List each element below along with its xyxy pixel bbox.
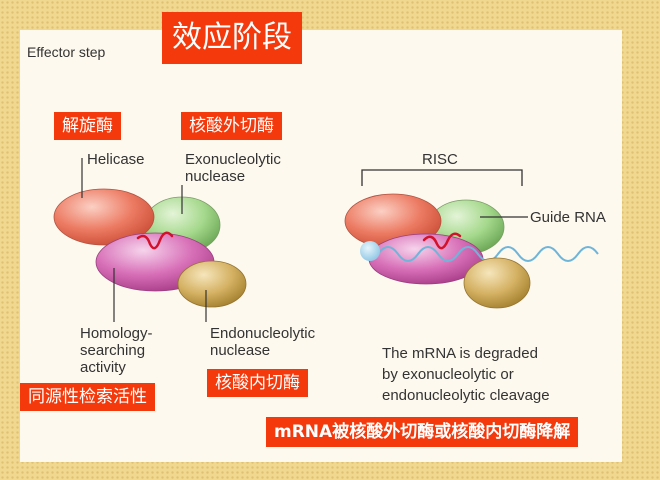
- exonuclease-cn-tag: 核酸外切酶: [181, 112, 282, 140]
- effector-step-label: Effector step: [27, 44, 106, 60]
- exonuclease-label: Exonucleolytic nuclease: [185, 151, 281, 185]
- title-tag: 效应阶段: [162, 12, 302, 64]
- right-complex: [344, 169, 599, 309]
- risc-label: RISC: [422, 151, 458, 168]
- degradation-cn-tag: mRNA被核酸外切酶或核酸内切酶降解: [266, 417, 579, 447]
- left-complex: [53, 158, 247, 322]
- guide-rna-strand: [136, 231, 174, 250]
- endonuclease-shape: [177, 260, 247, 308]
- risc-guide-rna-strand: [422, 232, 462, 250]
- guide-rna-label: Guide RNA: [530, 209, 606, 226]
- endonuclease-label: Endonucleolytic nuclease: [210, 325, 316, 359]
- homology-cn-tag: 同源性检索活性: [20, 383, 155, 411]
- mrna-cap: [360, 241, 380, 261]
- risc-bracket: [361, 169, 523, 186]
- homology-label: Homology- searching activity: [80, 325, 153, 376]
- endonuclease-cn-tag: 核酸内切酶: [207, 369, 308, 397]
- helicase-cn-tag: 解旋酶: [54, 112, 121, 140]
- risc-endonuclease-shape: [463, 257, 531, 309]
- degradation-description: The mRNA is degraded by exonucleolytic o…: [382, 345, 550, 404]
- helicase-label: Helicase: [87, 151, 145, 168]
- helicase-shape: [53, 188, 155, 246]
